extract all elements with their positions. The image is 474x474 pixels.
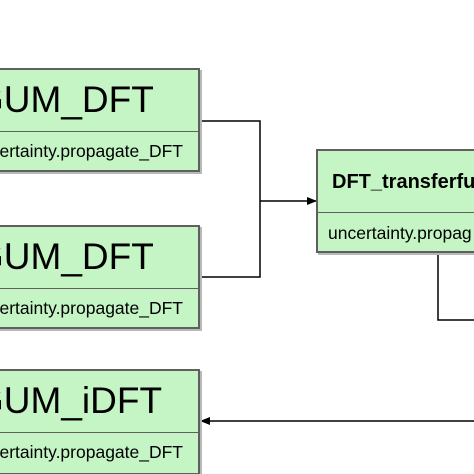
node-title: GUM_DFT [0, 70, 198, 132]
node-title: DFT_transferfu [318, 151, 474, 213]
node-title: GUM_DFT [0, 227, 198, 289]
node-method: ncertainty.propagate_DFT [0, 132, 198, 170]
node-title-text: GUM_DFT [0, 236, 154, 277]
connector-dft2-to-junction [200, 201, 261, 278]
node-title-text: GUM_iDFT [0, 380, 163, 421]
node-title-text: GUM_DFT [0, 79, 154, 120]
connector-dft1-to-junction [200, 120, 261, 201]
node-method-text: ncertainty.propagate_DFT [0, 442, 184, 462]
node-method: ncertainty.propagate_DFT [0, 289, 198, 327]
node-method-text: ncertainty.propagate_DFT [0, 141, 184, 161]
node-method: uncertainty.propag [318, 213, 474, 251]
node-dft-transfer[interactable]: DFT_transferfu uncertainty.propag [316, 149, 474, 253]
connector-transfer-out [437, 253, 474, 321]
node-method-text: ncertainty.propagate_DFT [0, 298, 184, 318]
node-method-text: uncertainty.propag [328, 223, 472, 243]
node-method: ncertainty.propagate_DFT [0, 433, 198, 473]
node-gum-dft-bottom[interactable]: GUM_DFT ncertainty.propagate_DFT [0, 225, 200, 329]
node-title-text: DFT_transferfu [332, 171, 474, 193]
node-title: GUM_iDFT [0, 371, 198, 433]
node-gum-idft[interactable]: GUM_iDFT ncertainty.propagate_DFT [0, 369, 200, 474]
node-gum-dft-top[interactable]: GUM_DFT ncertainty.propagate_DFT [0, 68, 200, 172]
